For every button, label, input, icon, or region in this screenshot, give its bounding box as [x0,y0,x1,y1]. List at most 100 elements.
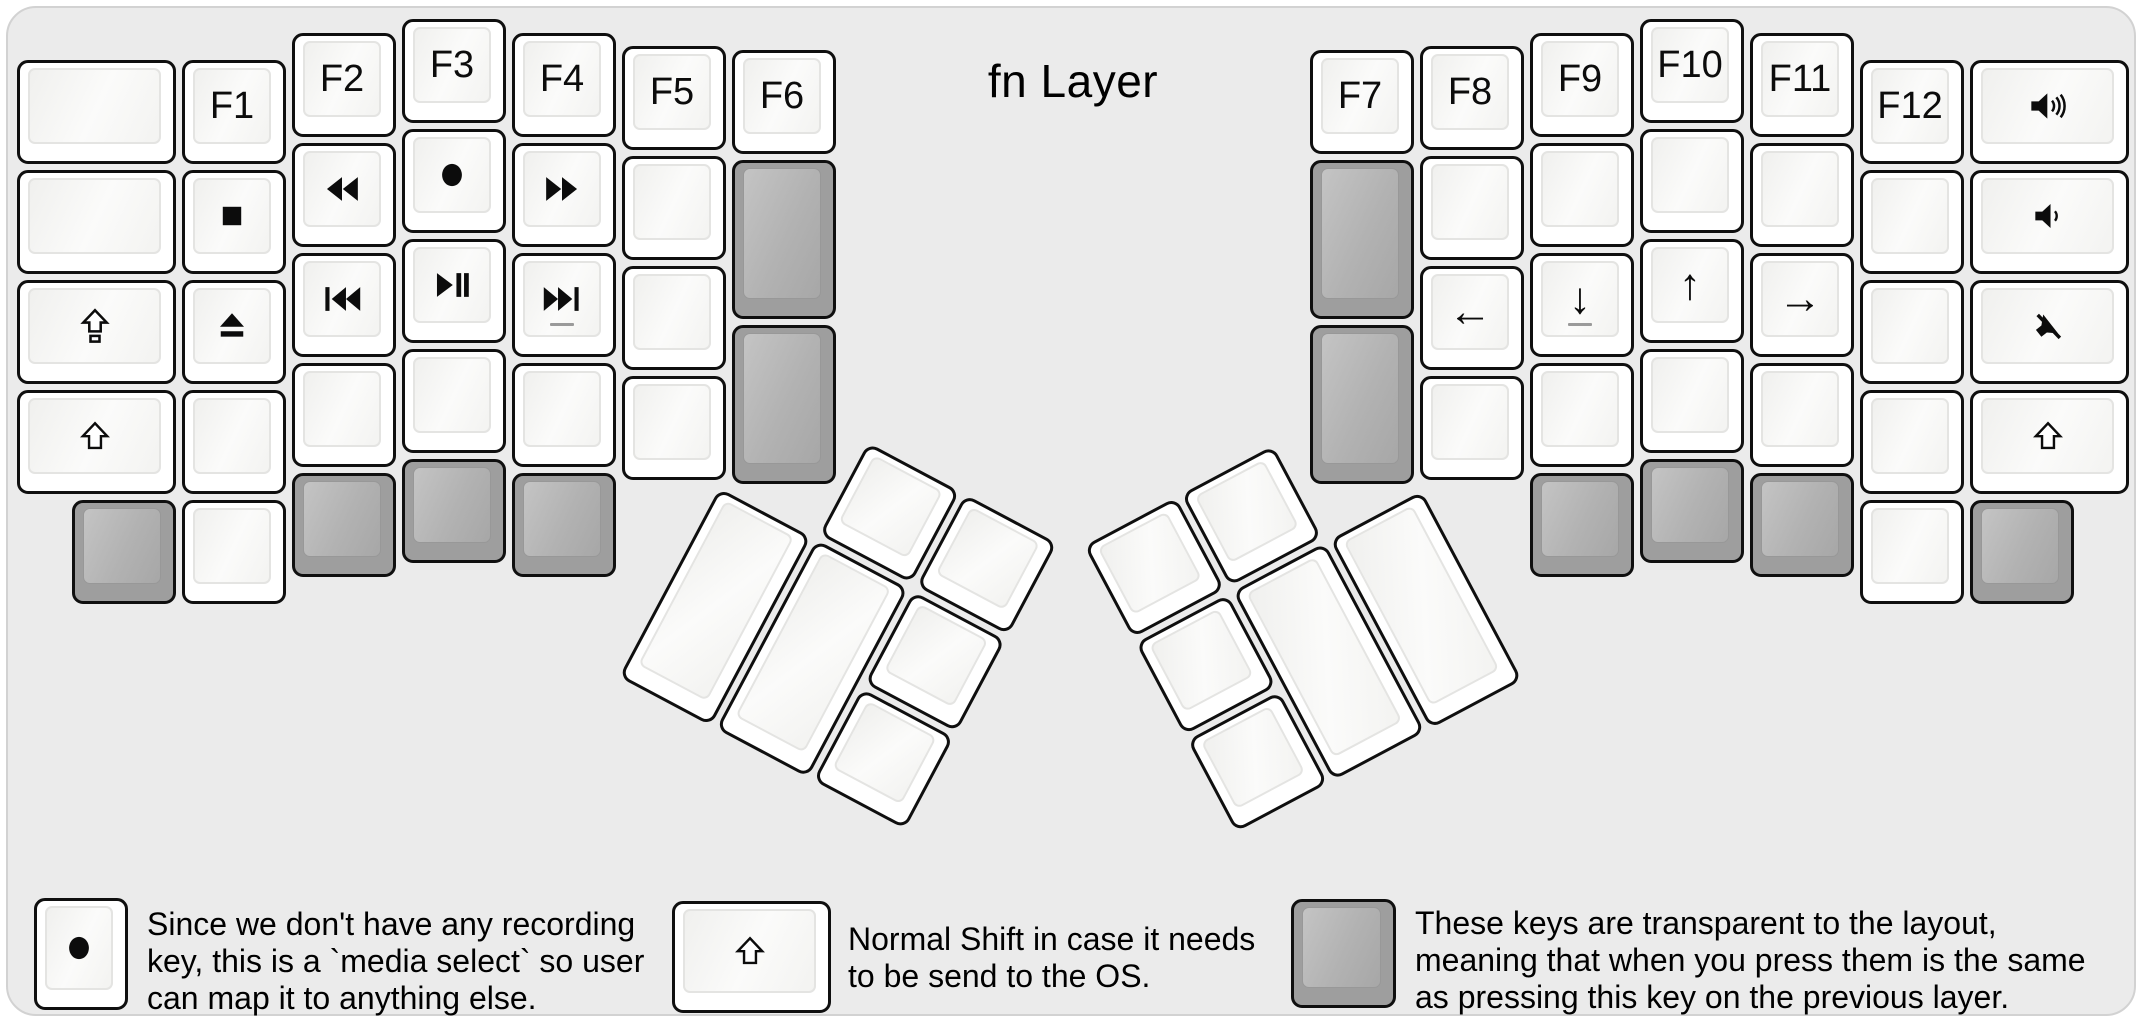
key-play-pause[interactable] [402,239,506,343]
key-blank[interactable] [1640,129,1744,233]
key-fast-forward[interactable] [512,143,616,247]
key-mute[interactable] [1970,280,2129,384]
key-face [523,151,601,227]
shift-icon [733,934,767,968]
key-transparent[interactable] [1310,160,1414,319]
key-f11[interactable]: F11 [1750,33,1854,137]
key-label: F8 [1447,70,1493,113]
key-blank[interactable] [1860,500,1964,604]
key-f1[interactable]: F1 [182,60,286,164]
key-transparent[interactable] [1310,325,1414,484]
key-face [1321,168,1399,299]
key-label: F7 [1337,74,1383,117]
key-arrow-left[interactable]: ← [1420,266,1524,370]
key-blank[interactable] [182,500,286,604]
key-transparent[interactable] [402,459,506,563]
key-transparent[interactable] [72,500,176,604]
key-next-track[interactable] [512,253,616,357]
key-face: ← [1431,274,1509,350]
key-face [303,371,381,447]
key-transparent[interactable] [292,473,396,577]
key-arrow-down[interactable]: ↓ [1530,253,1634,357]
key-label: F10 [1657,43,1723,86]
key-f10[interactable]: F10 [1640,19,1744,123]
key-blank[interactable] [17,170,176,274]
key-arrow-up[interactable]: ↑ [1640,239,1744,343]
key-blank[interactable] [17,60,176,164]
key-blank[interactable] [1530,143,1634,247]
key-blank[interactable] [1860,170,1964,274]
key-blank[interactable] [1750,143,1854,247]
key-caps[interactable] [17,280,176,384]
key-blank[interactable] [1860,280,1964,384]
key-shift[interactable] [1970,390,2129,494]
key-blank[interactable] [622,376,726,480]
key-face [1761,481,1839,557]
key-blank[interactable] [1420,156,1524,260]
key-eject[interactable] [182,280,286,384]
key-face: F12 [1871,68,1949,144]
key-shift[interactable] [17,390,176,494]
key-transparent[interactable] [1970,500,2074,604]
key-face: ↓ [1541,261,1619,337]
play-pause-icon [433,266,471,304]
key-transparent[interactable] [1530,473,1634,577]
key-f12[interactable]: F12 [1860,60,1964,164]
key-f5[interactable]: F5 [622,46,726,150]
key-blank[interactable] [182,390,286,494]
key-blank[interactable] [622,156,726,260]
record-icon [61,930,97,966]
key-face [1981,68,2114,144]
key-label: F9 [1557,57,1603,100]
key-label: F12 [1877,84,1943,127]
key-label: F11 [1768,57,1832,100]
rewind-icon [323,170,361,208]
key-record[interactable] [402,129,506,233]
key-f9[interactable]: F9 [1530,33,1634,137]
key-blank[interactable] [292,363,396,467]
legend-transparent-key [1291,899,1396,1008]
key-face [1871,288,1949,364]
key-f2[interactable]: F2 [292,33,396,137]
key-f7[interactable]: F7 [1310,50,1414,154]
key-face [1871,398,1949,474]
key-transparent[interactable] [1640,459,1744,563]
key-face [1761,151,1839,227]
prev-track-icon [323,280,361,318]
key-arrow-right[interactable]: → [1750,253,1854,357]
key-blank[interactable] [1530,363,1634,467]
key-face [1871,508,1949,584]
key-transparent[interactable] [732,325,836,484]
key-blank[interactable] [402,349,506,453]
key-f3[interactable]: F3 [402,19,506,123]
key-blank[interactable] [1640,349,1744,453]
key-f4[interactable]: F4 [512,33,616,137]
legend-record-key [34,898,128,1010]
key-transparent[interactable] [512,473,616,577]
key-blank[interactable] [1860,390,1964,494]
key-face [28,398,161,474]
fast-forward-icon [543,170,581,208]
key-face [28,178,161,254]
key-f8[interactable]: F8 [1420,46,1524,150]
key-blank[interactable] [1420,376,1524,480]
key-f6[interactable]: F6 [732,50,836,154]
key-transparent[interactable] [1750,473,1854,577]
key-label: F1 [209,84,255,127]
key-blank[interactable] [622,266,726,370]
key-volume-down[interactable] [1970,170,2129,274]
key-prev-track[interactable] [292,253,396,357]
key-face [523,261,601,337]
key-blank[interactable] [512,363,616,467]
key-face: F7 [1321,58,1399,134]
key-rewind[interactable] [292,143,396,247]
key-face [193,178,271,254]
key-face [28,288,161,364]
key-volume-up[interactable] [1970,60,2129,164]
key-blank[interactable] [1750,363,1854,467]
stop-icon [215,199,249,233]
key-stop[interactable] [182,170,286,274]
key-label: F2 [319,57,365,100]
key-label: → [1778,274,1822,323]
key-transparent[interactable] [732,160,836,319]
